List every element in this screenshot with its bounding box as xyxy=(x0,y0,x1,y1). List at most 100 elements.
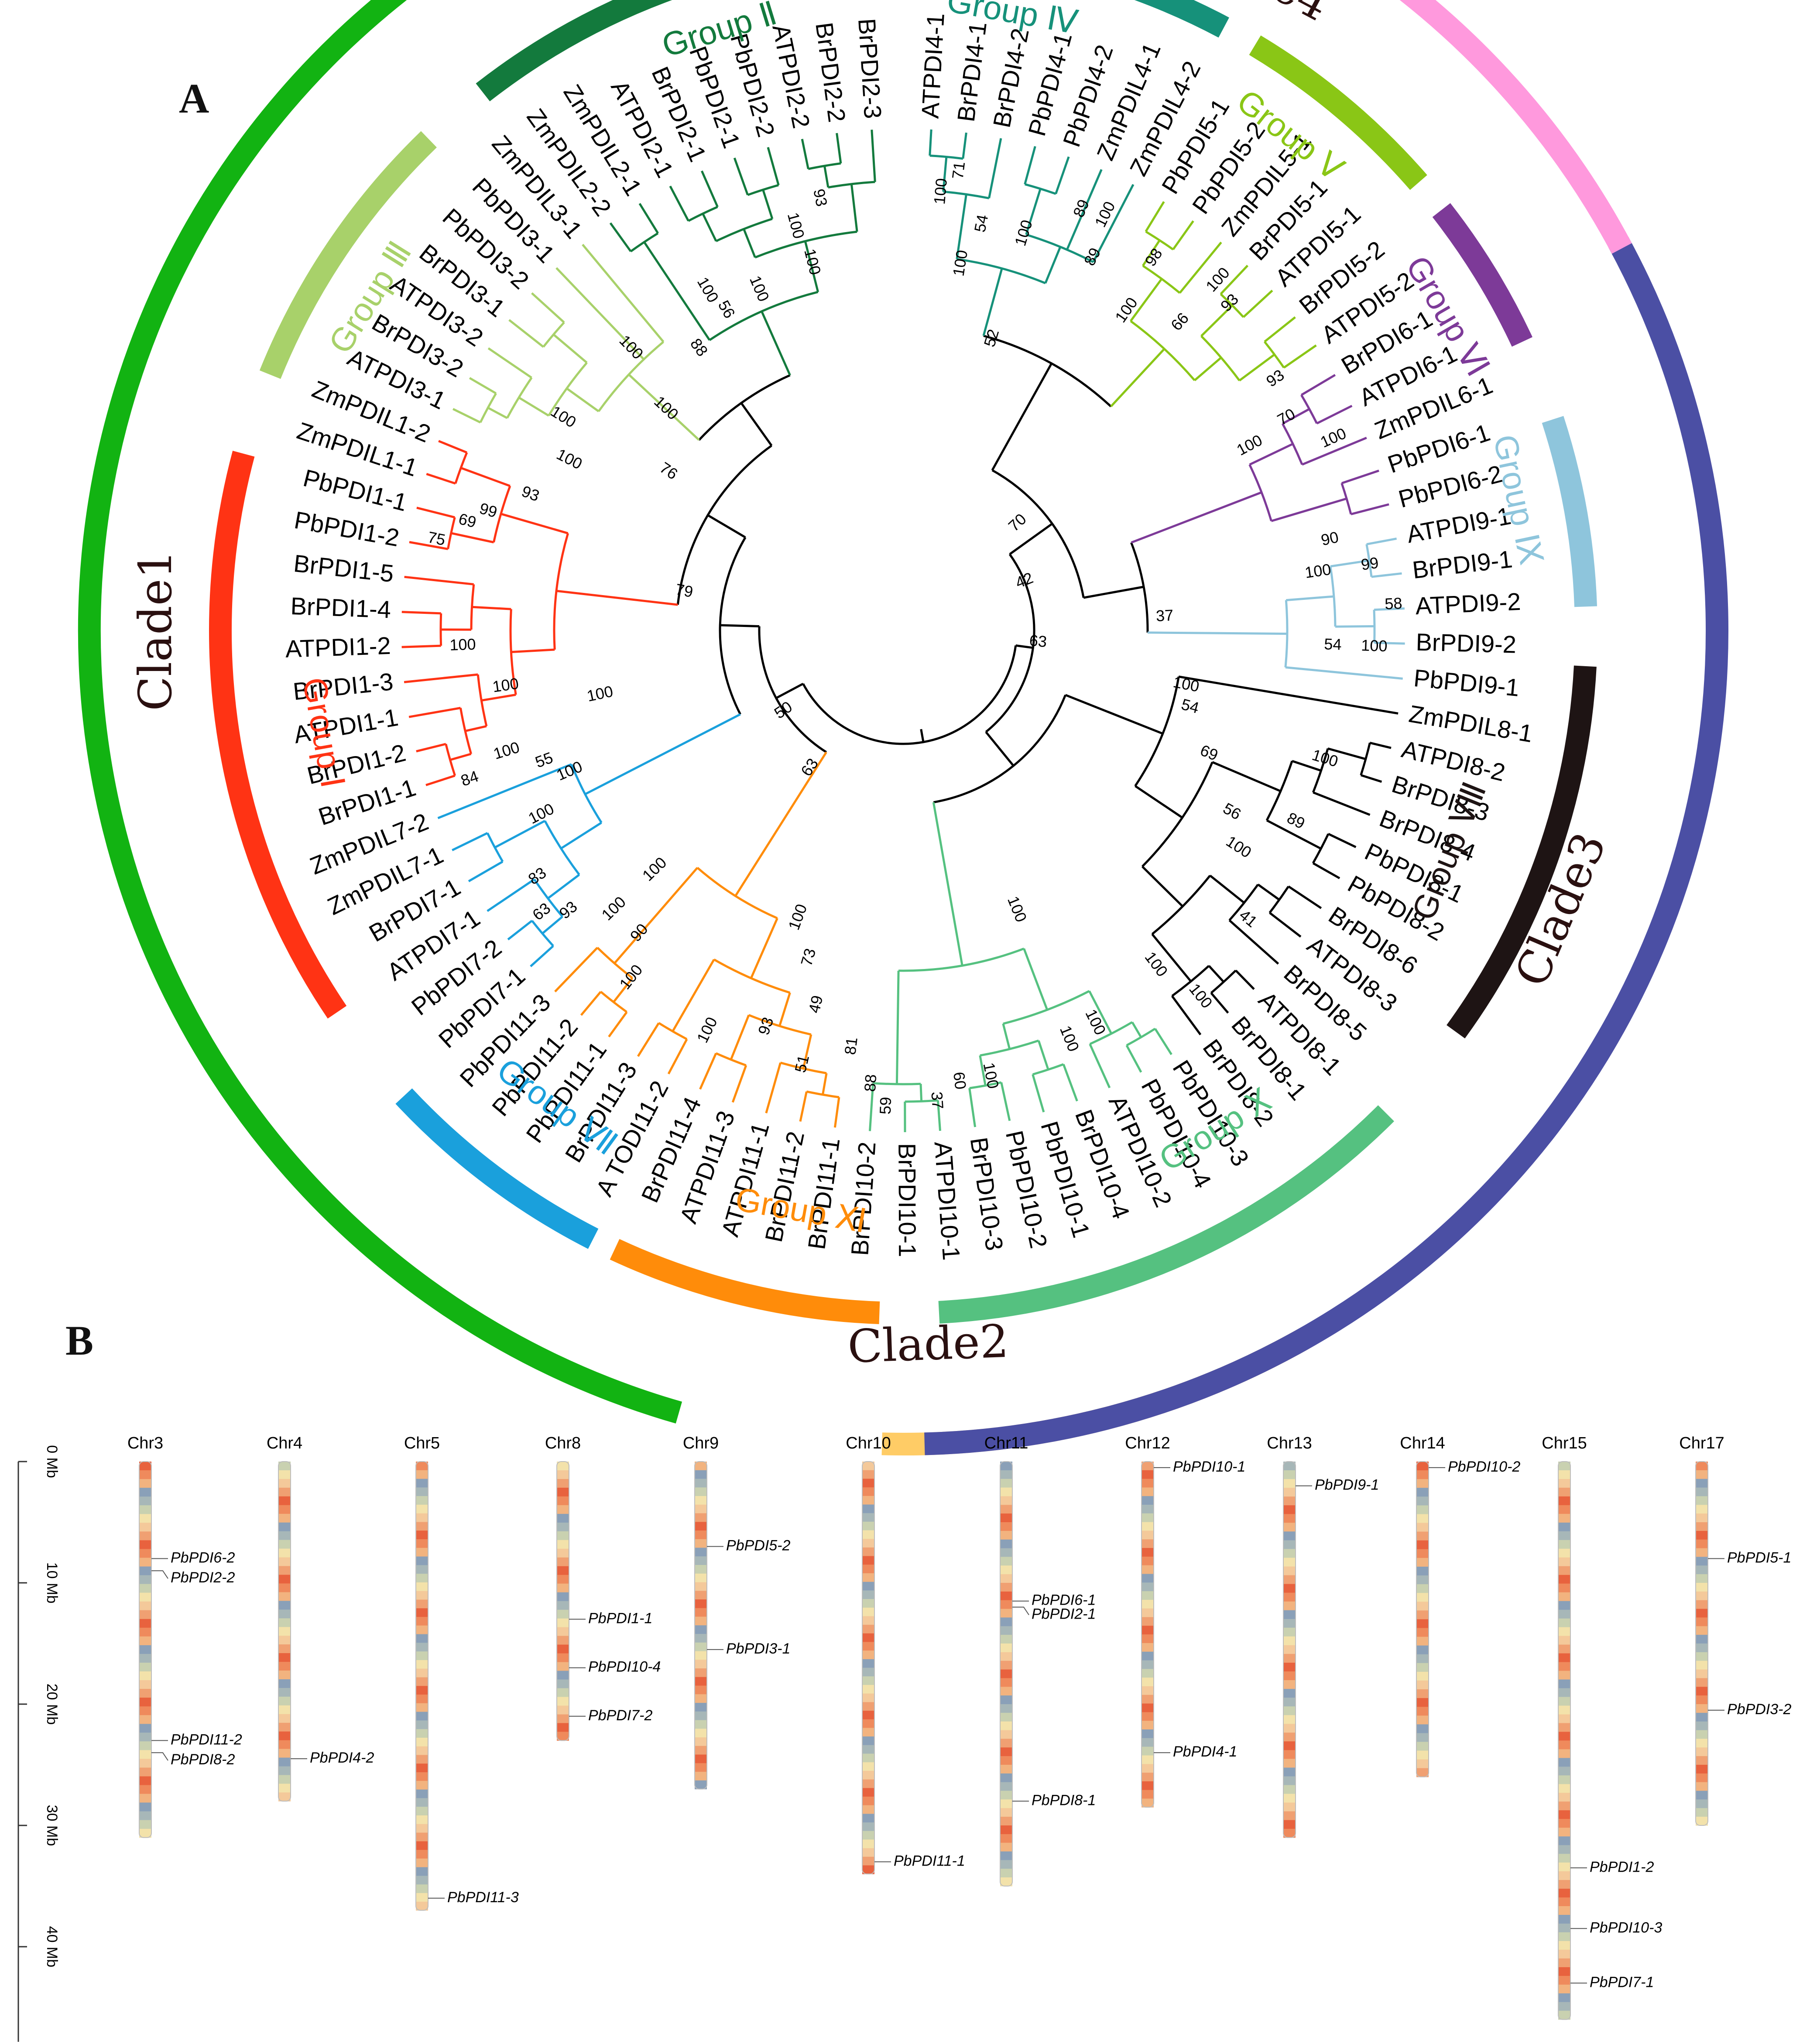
chromosome-band xyxy=(139,1593,151,1602)
tree-branch xyxy=(470,378,496,393)
chromosome-band xyxy=(416,1530,428,1539)
chromosome-name: Chr8 xyxy=(545,1434,581,1452)
chromosome-band xyxy=(1696,1522,1708,1531)
chromosome-band xyxy=(1416,1541,1429,1550)
chromosome-band xyxy=(862,1788,874,1797)
tree-branch xyxy=(733,1065,746,1102)
bootstrap-value: 54 xyxy=(970,213,991,233)
chromosome-band xyxy=(862,1530,874,1539)
chromosome-band xyxy=(1696,1548,1708,1558)
chromosome-band xyxy=(1142,1773,1154,1781)
clade-label: Clade1 xyxy=(129,550,182,711)
chromosome-band xyxy=(139,1811,151,1821)
chromosome-band xyxy=(1142,1634,1154,1643)
tree-branch xyxy=(1258,884,1279,900)
chromosome-band xyxy=(1416,1584,1429,1593)
panel-a-label: A xyxy=(179,75,209,122)
chromosome-band xyxy=(1696,1488,1708,1497)
tree-branch xyxy=(1229,920,1278,964)
chromosome-band xyxy=(1142,1539,1154,1548)
tree-branch xyxy=(768,147,778,185)
chromosome-band xyxy=(1696,1695,1708,1705)
chromosome-band xyxy=(1000,1513,1012,1523)
tree-branch xyxy=(989,138,1001,198)
tree-branch xyxy=(561,823,602,849)
chromosome-band xyxy=(1142,1781,1154,1790)
chromosome-band xyxy=(416,1539,428,1548)
chromosome-band xyxy=(139,1750,151,1759)
chromosome-band xyxy=(278,1775,291,1784)
chromosome-band xyxy=(139,1785,151,1794)
chromosome-band xyxy=(1000,1782,1012,1791)
chromosome-band xyxy=(1000,1557,1012,1566)
tree-branch xyxy=(1286,668,1403,679)
tree-branch xyxy=(1367,539,1397,544)
chromosome-name: Chr14 xyxy=(1400,1434,1445,1452)
chromosome-band xyxy=(557,1540,569,1549)
bootstrap-value: 84 xyxy=(459,767,481,790)
bootstrap-value: 100 xyxy=(449,635,476,654)
chromosome-band xyxy=(1000,1799,1012,1808)
chromosome-band xyxy=(1000,1652,1012,1661)
tree-branch xyxy=(1135,786,1183,818)
chromosome-band xyxy=(1000,1505,1012,1514)
tree-branch xyxy=(762,312,790,375)
chromosome-band xyxy=(416,1772,428,1781)
bootstrap-value: 69 xyxy=(457,510,478,531)
chromosome-band xyxy=(1000,1678,1012,1687)
chromosome-band xyxy=(1558,1810,1570,1819)
chromosome-band xyxy=(1000,1488,1012,1497)
chromosome-band xyxy=(1696,1531,1708,1540)
chromosome-band xyxy=(139,1803,151,1812)
tree-branch xyxy=(556,591,678,605)
chromosome-band xyxy=(862,1599,874,1608)
chromosome-band xyxy=(139,1470,151,1479)
chromosome-band xyxy=(416,1781,428,1790)
chromosome-band xyxy=(862,1642,874,1651)
tree-branch xyxy=(1056,157,1069,194)
chromosome-band xyxy=(1416,1733,1429,1742)
chromosome-band xyxy=(1558,1993,1570,2003)
scale-tick-label: 10 Mb xyxy=(44,1562,60,1604)
tree-branch xyxy=(1039,1041,1048,1070)
chromosome-band xyxy=(557,1723,569,1732)
chromosome-band xyxy=(862,1797,874,1805)
chromosome-band xyxy=(557,1505,569,1514)
tree-branch xyxy=(1142,866,1183,906)
tree-branch xyxy=(700,1053,716,1089)
chromosome-band xyxy=(1283,1602,1296,1611)
chromosome-band xyxy=(557,1584,569,1593)
chromosome-band xyxy=(278,1636,291,1645)
chromosome-band xyxy=(862,1694,874,1702)
tree-branch xyxy=(451,533,494,542)
chromosome-band xyxy=(557,1558,569,1567)
tree-root xyxy=(921,729,923,742)
chromosome-band xyxy=(416,1591,428,1600)
chromosome-band xyxy=(1696,1617,1708,1626)
bootstrap-value: 76 xyxy=(657,459,681,483)
chromosome-band xyxy=(1696,1540,1708,1549)
bootstrap-value: 60 xyxy=(950,1071,970,1090)
chromosome-band xyxy=(139,1715,151,1724)
chromosome-band xyxy=(862,1676,874,1685)
chromosome-name: Chr13 xyxy=(1267,1434,1312,1452)
gene-label: PbPDI11-3 xyxy=(447,1889,519,1906)
chromosome-band xyxy=(1558,1863,1570,1872)
chromosome-band xyxy=(1000,1695,1012,1705)
tree-branch xyxy=(1210,876,1244,903)
tree-branch xyxy=(1127,1045,1141,1072)
chromosome-band xyxy=(1696,1670,1708,1679)
chromosome-band xyxy=(1142,1522,1154,1531)
chromosome-band xyxy=(1416,1751,1429,1760)
chromosome-band xyxy=(862,1685,874,1694)
gene-label: PbPDI10-4 xyxy=(588,1659,661,1675)
chromosome-band xyxy=(1142,1505,1154,1513)
gene-label: PbPDI1-2 xyxy=(1590,1859,1654,1875)
chromosome-band xyxy=(557,1645,569,1654)
chromosome-band xyxy=(695,1591,707,1599)
bootstrap-value: 89 xyxy=(1284,809,1308,832)
chromosome-band xyxy=(557,1671,569,1680)
chromosome-band xyxy=(695,1763,707,1772)
leaf-label: BrPDI1-4 xyxy=(290,592,391,623)
